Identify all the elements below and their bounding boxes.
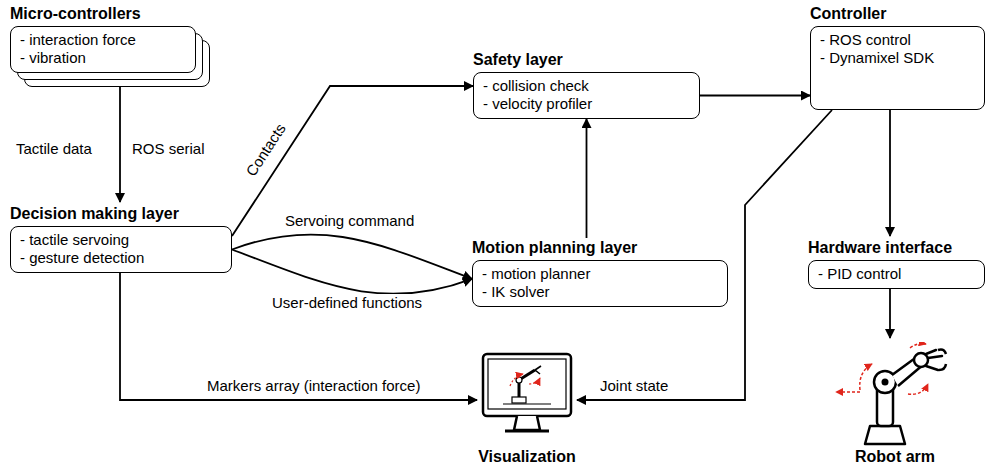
decision-layer-box: Decision making layer - tactile servoing-…	[10, 204, 232, 273]
bullet-text: - IK solver	[482, 283, 718, 301]
bullet-text: - Dynamixel SDK	[820, 49, 975, 67]
connector-arrow	[700, 95, 810, 97]
icon-label: Visualization	[447, 447, 607, 466]
box-outline: - collision check- velocity profiler	[473, 72, 700, 119]
edge-label: Servoing command	[283, 212, 416, 230]
safety-layer-box: Safety layer - collision check- velocity …	[473, 50, 700, 119]
box-outline: - tactile servoing- gesture detection	[10, 226, 232, 273]
bullet-text: - velocity profiler	[483, 95, 690, 113]
bullet-text: - tactile servoing	[20, 231, 222, 249]
connector-arrow	[232, 86, 473, 236]
bullet-text: - motion planner	[482, 265, 718, 283]
connector-arrow	[120, 273, 477, 400]
box-outline: - motion planner- IK solver	[472, 260, 728, 307]
edge-label: Markers array (interaction force)	[205, 377, 422, 395]
connector-arrow	[586, 119, 588, 238]
robot-arm-node: Robot arm	[820, 340, 970, 466]
box-heading: Hardware interface	[808, 238, 985, 257]
visualization-node: Visualization	[477, 350, 577, 466]
bullet-text: - ROS control	[820, 31, 975, 49]
edge-label: Joint state	[598, 377, 670, 395]
bullet-text: - collision check	[483, 77, 690, 95]
box-heading: Micro-controllers	[10, 4, 210, 23]
motion-planning-box: Motion planning layer - motion planner- I…	[472, 238, 728, 307]
edge-label: Tactile data	[14, 140, 94, 158]
edge-label: User-defined functions	[270, 294, 424, 312]
signal-label: ROS serial	[130, 140, 207, 158]
icon-label: Robot arm	[790, 447, 993, 466]
bullet-text: - gesture detection	[20, 249, 222, 267]
connector-arrow	[889, 289, 891, 338]
bullet-text: - vibration	[20, 49, 186, 67]
monitor-icon	[477, 350, 577, 442]
bullet-text: - interaction force	[20, 31, 186, 49]
connector-arrow	[232, 234, 472, 278]
connector-arrow	[119, 87, 121, 202]
controller-box: Controller - ROS control- Dynamixel SDK	[810, 4, 985, 110]
box-outline: - ROS control- Dynamixel SDK	[810, 26, 985, 110]
connector-arrow	[889, 110, 891, 236]
edge-label: Contacts	[241, 119, 291, 182]
box-outline: - interaction force- vibration	[10, 26, 196, 73]
box-heading: Safety layer	[473, 50, 700, 69]
bullet-text: - PID control	[818, 265, 975, 283]
robot-arm-icon	[820, 342, 970, 446]
box-heading: Decision making layer	[10, 204, 232, 223]
box-heading: Motion planning layer	[472, 238, 728, 257]
hardware-interface-box: Hardware interface - PID control	[808, 238, 985, 289]
microcontroller-box: Micro-controllers - interaction force- vi…	[10, 4, 210, 87]
box-outline: - PID control	[808, 260, 985, 289]
connector-arrow	[232, 250, 472, 294]
box-heading: Controller	[810, 4, 985, 23]
